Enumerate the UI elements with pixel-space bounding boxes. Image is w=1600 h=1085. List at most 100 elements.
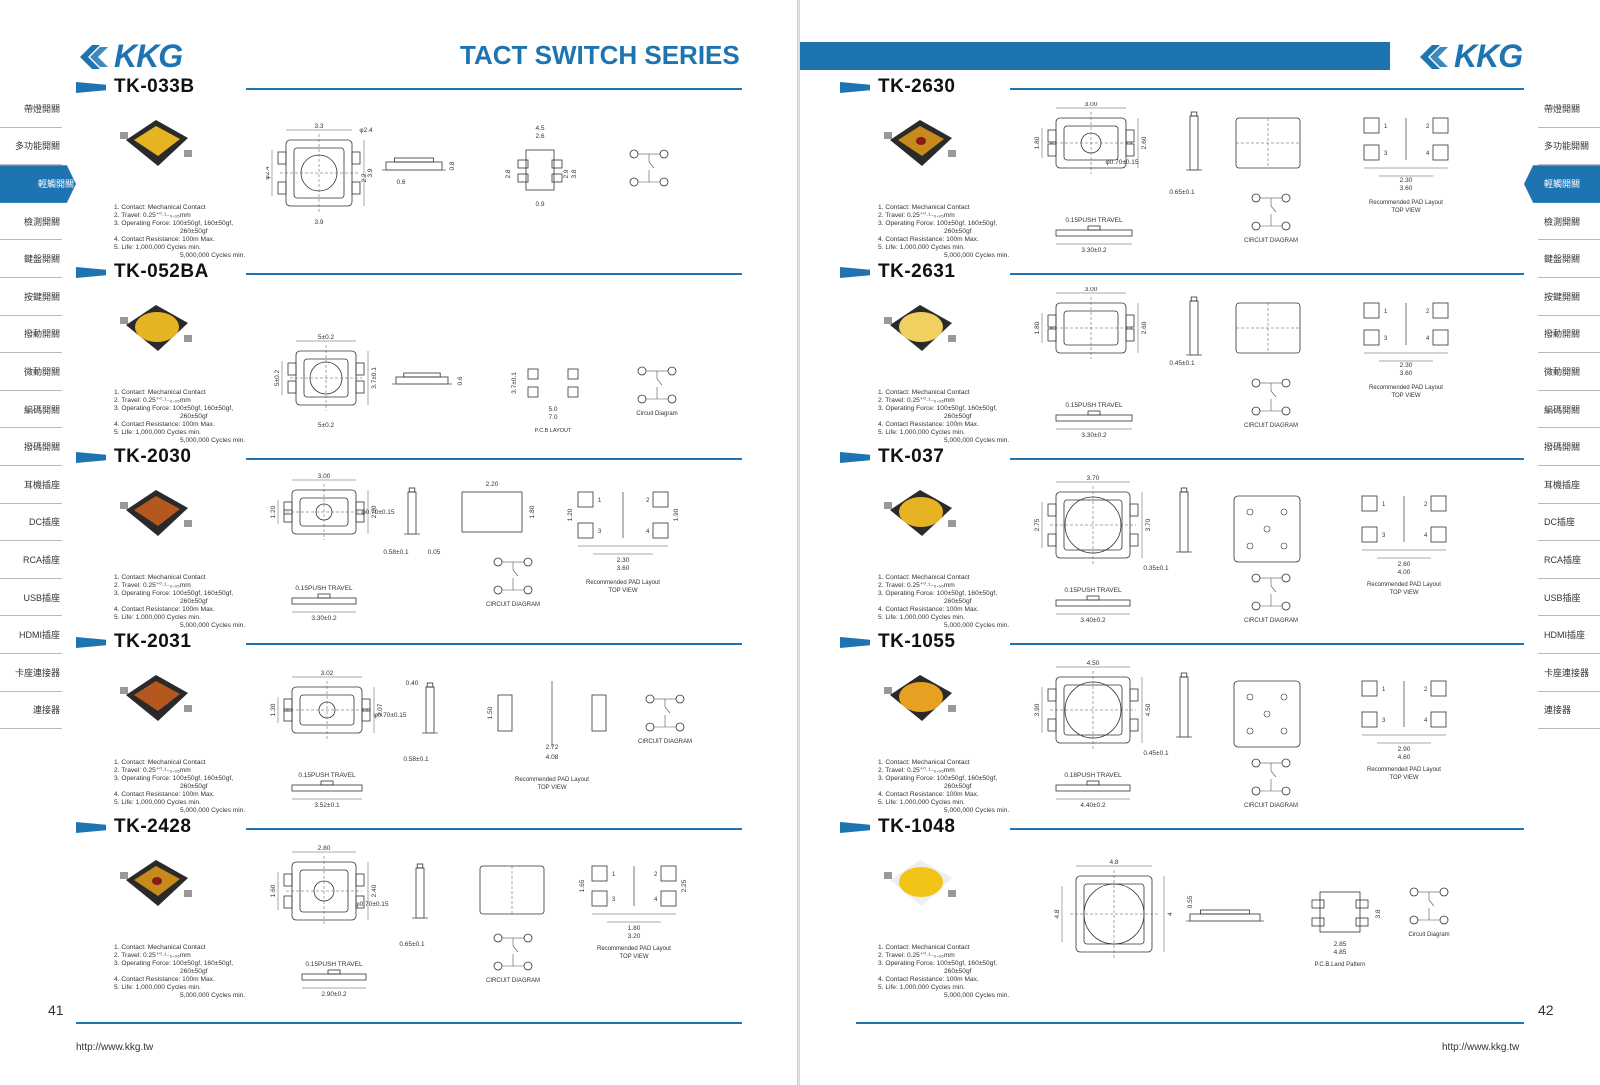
- section-rule: [1010, 643, 1524, 645]
- terminal-pad: [1047, 314, 1057, 328]
- nav-item[interactable]: 連接器: [0, 692, 62, 730]
- pad-layout-label: Recommended PAD Layout: [1369, 200, 1443, 206]
- nav-item[interactable]: 輕觸開關: [1524, 165, 1600, 203]
- terminal-3: [637, 394, 647, 404]
- dimension-label: 5±0.2: [318, 334, 335, 341]
- nav-item[interactable]: 耳機插座: [1538, 466, 1600, 504]
- side-view-drawing: [1176, 672, 1192, 738]
- outline: [461, 491, 523, 533]
- nav-item[interactable]: 撥動開關: [1538, 316, 1600, 354]
- nav-item[interactable]: 編碼開關: [0, 391, 62, 429]
- nav-item[interactable]: DC插座: [1538, 504, 1600, 542]
- dimension-label: 0.40: [406, 680, 419, 687]
- spec-line: 2. Travel: 0.25⁺⁰·¹₋₀.₀₅mm: [114, 952, 191, 959]
- terminal-pad: [1125, 143, 1135, 157]
- nav-item[interactable]: 微動開關: [1538, 353, 1600, 391]
- nav-item[interactable]: DC插座: [0, 504, 62, 542]
- nav-item[interactable]: 多功能開關: [1538, 128, 1600, 166]
- dimension-label: 4.8: [1054, 909, 1061, 918]
- nav-item[interactable]: 卡座連接器: [1538, 654, 1600, 692]
- nav-item[interactable]: 鍵盤開關: [0, 240, 62, 278]
- website-url[interactable]: http://www.kkg.tw: [1442, 1042, 1520, 1053]
- nav-item[interactable]: 按鍵開關: [0, 278, 62, 316]
- nav-item[interactable]: USB插座: [0, 579, 62, 617]
- section-flag-icon: [840, 82, 870, 93]
- spec-line: 260±50gf: [944, 968, 972, 975]
- terminal-pad: [277, 181, 287, 195]
- nav-item[interactable]: HDMI插座: [1538, 616, 1600, 654]
- dimension-label: 3.7±0.1: [511, 372, 518, 394]
- nav-item[interactable]: 卡座連接器: [0, 654, 62, 692]
- pad: [517, 173, 529, 183]
- terminal-pad: [277, 151, 287, 165]
- terminal-1: [1409, 887, 1419, 897]
- nav-item[interactable]: 按鍵開關: [1538, 278, 1600, 316]
- dimension-label: 3.9: [314, 219, 323, 226]
- model-title: TK-2030: [114, 446, 192, 467]
- nav-item[interactable]: 耳機插座: [0, 466, 62, 504]
- terminal-pad: [287, 380, 297, 394]
- nav-item[interactable]: 撥碼開關: [1538, 428, 1600, 466]
- dimension-label: 0.9: [535, 201, 544, 208]
- pad-layout-label: Recommended PAD Layout: [597, 946, 671, 952]
- website-url[interactable]: http://www.kkg.tw: [76, 1042, 154, 1053]
- spec-line: 1. Contact: Mechanical Contact: [114, 574, 206, 581]
- nav-item[interactable]: 鍵盤開關: [1538, 240, 1600, 278]
- nav-item[interactable]: 檢測開關: [0, 203, 62, 241]
- nav-item[interactable]: 撥動開關: [0, 316, 62, 354]
- section-header: TK-2428: [76, 816, 742, 840]
- terminal-4: [523, 585, 533, 595]
- section-rule: [246, 273, 742, 275]
- nav-item[interactable]: RCA插座: [0, 541, 62, 579]
- terminal-pad: [1129, 688, 1139, 702]
- nav-item[interactable]: HDMI插座: [0, 616, 62, 654]
- dimension-label: 2.9: [563, 169, 570, 178]
- side-view-drawing: [422, 682, 438, 734]
- dimension-label: 0.65±0.1: [399, 941, 425, 948]
- nav-item[interactable]: 輕觸開關: [0, 165, 76, 203]
- terminal-pin: [120, 687, 128, 694]
- spec-line: 260±50gf: [180, 598, 208, 605]
- nav-item[interactable]: 多功能開關: [0, 128, 62, 166]
- top-view-drawing: 4.504.503.90: [1034, 660, 1152, 749]
- pad: [577, 491, 594, 508]
- outline: [1190, 296, 1198, 302]
- view-label: TOP VIEW: [1391, 393, 1420, 399]
- dimension-label: 1.80: [529, 505, 536, 518]
- nav-item[interactable]: 檢測開關: [1538, 203, 1600, 241]
- header-bar: [800, 42, 1390, 70]
- spec-line: 4. Contact Resistance: 100m Max.: [878, 791, 979, 798]
- pad: [1311, 899, 1325, 909]
- outline: [291, 597, 357, 605]
- nav-item[interactable]: RCA插座: [1538, 541, 1600, 579]
- nav-item[interactable]: USB插座: [1538, 579, 1600, 617]
- pad-number: 1: [1384, 309, 1388, 315]
- nav-item[interactable]: 連接器: [1538, 692, 1600, 730]
- outline: [1087, 410, 1101, 416]
- spec-line: 5. Life: 1,000,000 Cycles min.: [114, 614, 201, 621]
- nav-item[interactable]: 帶燈開關: [0, 90, 62, 128]
- section-header: TK-037: [840, 446, 1524, 470]
- diagram-label: Circuit Diagram: [636, 411, 677, 417]
- outline: [426, 682, 434, 688]
- nav-item[interactable]: 微動開關: [0, 353, 62, 391]
- spec-line: 5,000,000 Cycles min.: [944, 252, 1010, 259]
- terminal-pin: [884, 317, 892, 324]
- outline: [1086, 780, 1100, 786]
- circuit-diagram: [629, 149, 669, 187]
- dimension-label: 0.05: [428, 549, 441, 556]
- nav-item[interactable]: 編碼開關: [1538, 391, 1600, 429]
- nav-item[interactable]: 帶燈開關: [1538, 90, 1600, 128]
- terminal-pad: [351, 181, 361, 195]
- nav-item[interactable]: 撥碼開關: [0, 428, 62, 466]
- logo-text: KKG: [1454, 38, 1523, 74]
- actuator: [899, 312, 943, 342]
